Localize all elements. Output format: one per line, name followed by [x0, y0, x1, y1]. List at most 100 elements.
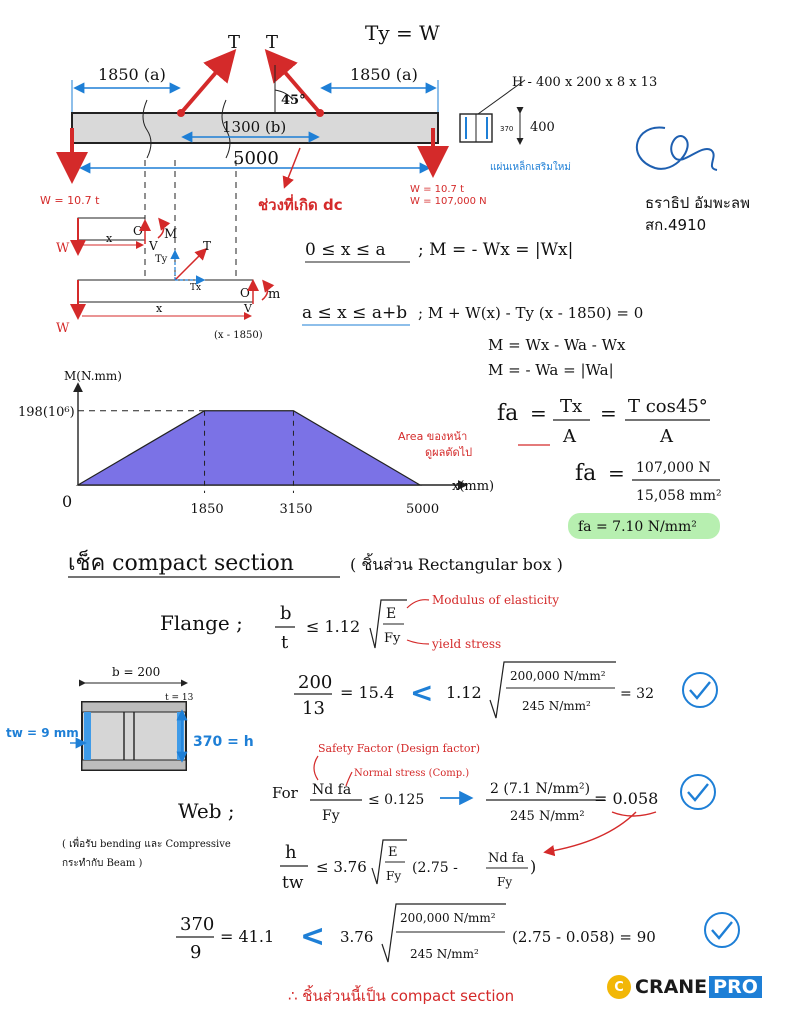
web-rule-sqrt-den: Fy: [386, 869, 401, 883]
fa-line2-den: 15,058 mm²: [636, 488, 722, 504]
check-icon-mark: [687, 783, 709, 802]
fa-line1-num2: T cos45°: [628, 396, 708, 417]
check-icon: [704, 912, 740, 948]
web-rule: ≤ 3.76: [316, 858, 367, 876]
flange-sqrt-den: Fy: [384, 631, 401, 646]
box-section-drawing: b = 200 t = 13 370 = h tw = 9 mm: [6, 665, 254, 771]
check-icon-mark: [711, 921, 733, 940]
note-pointer: [406, 599, 430, 609]
force-point-left: [177, 109, 185, 117]
force-point-right: [316, 109, 324, 117]
ratio-num: Nd fa: [312, 782, 351, 798]
ratio-result-link: [543, 811, 637, 857]
fbd2-moment-arrow: [261, 279, 275, 301]
box-side-plate-left: [84, 712, 91, 760]
section-depth: 400: [530, 120, 555, 135]
web-rule-sqrt-num: E: [388, 845, 398, 860]
flange-frac-den: t: [281, 632, 289, 653]
for-label: For: [272, 784, 299, 802]
fa-line1-den: A: [562, 426, 577, 447]
fa-eq2: =: [600, 401, 617, 425]
fa-line1-num: Tx: [560, 396, 582, 417]
section-depth-small: 370: [500, 125, 513, 133]
flange-num: 200: [298, 672, 332, 693]
compact-subtitle: ( ชิ้นส่วน Rectangular box ): [350, 553, 563, 574]
check-icon-mark: [689, 681, 711, 700]
flange-ratio: = 15.4: [340, 683, 394, 702]
web-label: Web ;: [178, 799, 235, 823]
flange-rule-rhs: ≤ 1.12: [306, 617, 360, 636]
fa-line1-den2: A: [659, 426, 674, 447]
ratio-den: Fy: [322, 808, 340, 824]
fbd2-beam: [77, 279, 254, 303]
angle-arc: [274, 89, 294, 101]
signature-text: ธราธิป อัมพะลพ สก.4910: [645, 192, 750, 236]
header-equation: Ty = W: [365, 21, 440, 45]
force-label-left: T: [228, 32, 240, 53]
fbd2-o: O: [240, 286, 250, 300]
area-note-2: ดูผลตัดไป: [425, 446, 472, 459]
fa-line2-lhs: fa: [575, 461, 596, 486]
ratio-limit: ≤ 0.125: [368, 792, 424, 808]
box-top-flange: [81, 701, 187, 713]
chart-y-tick-label: 198(10⁶): [18, 405, 75, 420]
beam-break-mark: [221, 99, 231, 159]
ratio-result: = 0.058: [594, 789, 658, 808]
free-body-diagrams: W x O V M W x T Ty Tx O V m (x - 1850): [56, 217, 280, 341]
moment-area: [75, 410, 423, 486]
eq-4: M = - Wa = |Wa|: [488, 361, 614, 379]
web-rule-tail: (2.75 -: [412, 860, 458, 876]
note-pointer: [406, 639, 430, 645]
flange-rhs-val: = 32: [620, 686, 654, 702]
chart-x-tick-label: 5000: [406, 502, 439, 517]
flange-den: 13: [302, 698, 325, 719]
fbd2-tension-arrow: [174, 247, 208, 281]
range-2: a ≤ x ≤ a+b: [302, 303, 407, 323]
logo-mark-icon: C: [607, 975, 631, 999]
range-1: 0 ≤ x ≤ a: [305, 240, 386, 260]
web-note-2: กระทำกับ Beam ): [62, 858, 142, 869]
section-name: H - 400 x 200 x 8 x 13: [512, 75, 657, 90]
box-t: t = 13: [165, 693, 194, 703]
less-than-mark: <: [410, 676, 433, 709]
web-rule-lhs-den: tw: [282, 873, 304, 893]
fbd2-tx: Tx: [190, 283, 201, 293]
beam-break-mark: [142, 99, 152, 159]
load-left-label: W = 10.7 t: [40, 194, 100, 207]
ratio-calc-num: 2 (7.1 N/mm²): [490, 781, 590, 797]
section-label-group: H - 400 x 200 x 8 x 13 400 370 แผ่นเหล็ก…: [459, 75, 657, 173]
fa-eq: =: [530, 401, 547, 425]
note-pointer: [345, 771, 353, 787]
fbd1-o: O: [133, 224, 143, 238]
angle-label: 45°: [281, 93, 306, 108]
chart-x-tick-label: 0: [62, 492, 72, 511]
flange-rhs-coef: 1.12: [446, 683, 482, 702]
compact-title: เช็ค compact section: [68, 548, 294, 576]
web-rhs-sqrt: [381, 903, 506, 963]
note-pointer: [313, 755, 319, 781]
eq-3: M = Wx - Wa - Wx: [488, 336, 626, 354]
box-b: b = 200: [112, 665, 160, 679]
fa-line1-lhs: fa: [497, 401, 518, 426]
fbd2-m: m: [268, 287, 280, 302]
fbd1-x: x: [106, 232, 113, 245]
force-arrow-left: [179, 48, 237, 115]
zone-note: ช่วงที่เกิด dc: [258, 194, 343, 214]
conclusion: ∴ ชิ้นส่วนนี้เป็น compact section: [288, 985, 514, 1005]
web-rule-lhs-num: h: [285, 842, 297, 863]
moment-chart: M(N.mm) x(mm) 198(10⁶) 0 1850 3150 5000: [18, 369, 494, 517]
fbd1-w: W: [56, 241, 70, 256]
web-note-1: ( เพื่อรับ bending และ Compressive: [62, 836, 231, 850]
web-rhs-coef: 3.76: [340, 928, 373, 946]
box-h: 370 = h: [193, 734, 254, 750]
signature-name: ธราธิป อัมพะลพ: [645, 194, 750, 212]
web-rhs-tail: (2.75 - 0.058) = 90: [512, 928, 656, 946]
fa-eq3: =: [608, 461, 625, 485]
normal-note: Normal stress (Comp.): [354, 768, 469, 779]
web-rule-close: ): [530, 857, 536, 876]
web-rule-sqrt: [371, 839, 407, 885]
signature-license: สก.4910: [645, 216, 707, 234]
cranepro-logo: C CRANE PRO: [607, 972, 767, 1002]
note-modulus: Modulus of elasticity: [432, 593, 559, 607]
section-note: แผ่นเหล็กเสริมใหม่: [490, 159, 571, 173]
